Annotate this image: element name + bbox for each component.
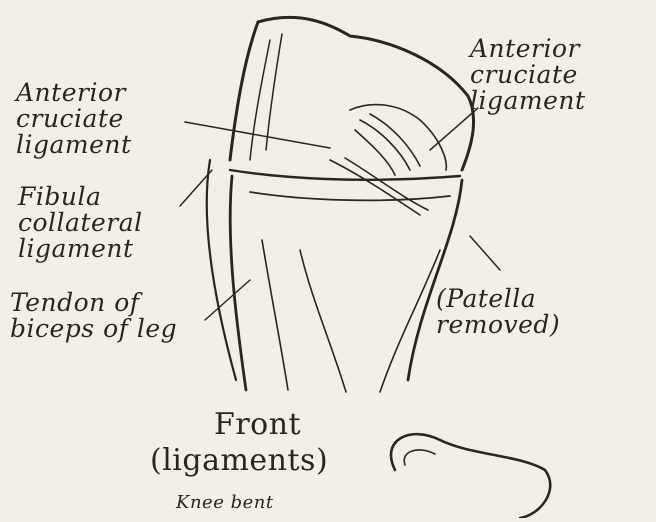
- tibia-inner-1: [262, 240, 288, 390]
- tibia-right: [408, 180, 462, 380]
- leader-patella: [470, 236, 500, 270]
- label-anterior-cruciate-right: Anterior cruciate ligament: [470, 36, 586, 114]
- label-patella-removed: (Patella removed): [436, 286, 560, 338]
- acl-band: [330, 158, 428, 215]
- patella-outline: [391, 434, 550, 518]
- label-fibula-collateral: Fibula collateral ligament: [18, 184, 143, 262]
- leader-acl-left: [185, 122, 330, 148]
- patella-inner: [404, 450, 435, 465]
- label-anterior-cruciate-left: Anterior cruciate ligament: [16, 80, 132, 158]
- tibia-left: [230, 176, 246, 390]
- caption-ligaments: (ligaments): [150, 444, 328, 478]
- femur-left-edge: [230, 22, 258, 160]
- condyle-shading: [350, 105, 446, 175]
- meniscus: [250, 192, 450, 200]
- caption-front: Front: [214, 408, 301, 442]
- femur-shaft-shading: [250, 34, 282, 160]
- tibia-inner-2: [300, 250, 346, 392]
- caption-knee-bent: Knee bent: [176, 490, 274, 516]
- joint-line: [230, 170, 460, 180]
- leader-biceps: [205, 280, 250, 320]
- label-tendon-biceps: Tendon of biceps of leg: [10, 290, 177, 342]
